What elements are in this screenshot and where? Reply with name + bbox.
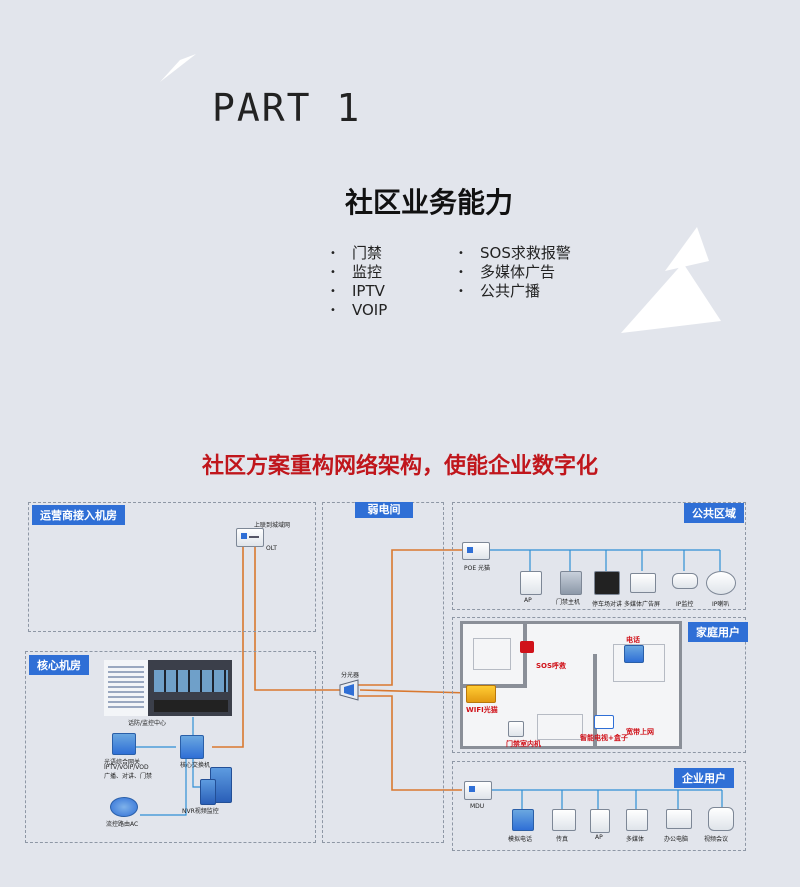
phone-icon: [624, 645, 644, 663]
bullet-item: IPTV: [330, 282, 387, 301]
section-title: 社区业务能力: [345, 186, 514, 219]
zone-label-operator: 运营商接入机房: [32, 505, 125, 525]
ac-router-icon: [110, 797, 138, 817]
sos-button-icon: [520, 641, 534, 653]
bullet-item: 多媒体广告: [458, 263, 571, 282]
internet-label: 宽带上网: [626, 728, 654, 736]
ent-phone-label: 模拟电话: [508, 836, 533, 843]
ip-camera-icon: [672, 573, 698, 589]
bullet-item: VOIP: [330, 301, 387, 320]
nvr-label: NVR视频监控: [182, 808, 219, 815]
bullet-list-right: SOS求救报警 多媒体广告 公共广播: [458, 244, 571, 301]
network-diagram: 运营商接入机房 核心机房 弱电间 公共区域 家庭用户 企业用户 上联到城域网 O…: [0, 495, 800, 887]
nvr-icon-2: [200, 779, 216, 805]
smart-tv-icon: [594, 715, 614, 729]
ip-camera-label: IP监控: [676, 601, 694, 608]
zone-label-public: 公共区域: [684, 503, 744, 523]
core-switch-icon: [180, 735, 204, 759]
media-ad-label: 多媒体广告屏: [624, 601, 661, 608]
door-indoor-label: 门禁室内机: [506, 740, 541, 748]
ent-pc-label: 办公电脑: [664, 836, 689, 843]
decor-triangle-top-left: [160, 54, 196, 82]
wifi-modem-label: WIFI光猫: [466, 706, 498, 714]
ip-speaker-label: IP喇叭: [712, 601, 730, 608]
mdu-icon: [464, 781, 492, 800]
zone-label-core: 核心机房: [29, 655, 89, 675]
ent-video-label: 视频会议: [704, 836, 729, 843]
olt-device-icon: [236, 528, 264, 547]
gateway-icon: [112, 733, 136, 755]
zone-core-room: [25, 651, 316, 843]
phone-label: 电话: [626, 636, 640, 644]
ent-media-icon: [626, 809, 648, 831]
bullet-item: 门禁: [330, 244, 387, 263]
parking-intercom-label: 停车场对讲: [592, 601, 623, 608]
ap-icon: [520, 571, 542, 595]
core-switch-label: 核心交换机: [180, 762, 211, 769]
door-host-label: 门禁主机: [556, 599, 581, 606]
door-host-icon: [560, 571, 582, 595]
gateway-label-3: 广播、对讲、门禁: [104, 773, 153, 780]
zone-label-home: 家庭用户: [688, 622, 748, 642]
zone-label-weak: 弱电间: [355, 502, 413, 518]
zone-public-area: [452, 502, 746, 610]
olt-uplink-label: 上联到城域网: [254, 522, 291, 529]
decor-triangles-right: [621, 227, 721, 333]
bullet-item: 公共广播: [458, 282, 571, 301]
zone-enterprise-users: [452, 761, 746, 851]
ac-router-label: 流控路由AC: [106, 821, 139, 828]
part-label: PART 1: [212, 86, 362, 130]
zone-home-users: [452, 617, 746, 753]
mdu-label: MDU: [470, 803, 485, 810]
sos-label: SOS呼救: [536, 662, 567, 670]
monitor-center-label: 话防/监控中心: [128, 720, 167, 727]
zone-label-enterprise: 企业用户: [674, 768, 734, 788]
olt-label: OLT: [266, 545, 277, 552]
bullet-item: 监控: [330, 263, 387, 282]
zone-operator-room: [28, 502, 316, 632]
gateway-label-1: 光语综合网关: [104, 759, 141, 766]
media-ad-icon: [630, 573, 656, 593]
smart-tv-label: 智能电视+盒子: [580, 734, 628, 742]
ent-phone-icon: [512, 809, 534, 831]
ent-video-icon: [708, 807, 734, 831]
home-floor-plan: [460, 621, 682, 749]
bullet-list-left: 门禁 监控 IPTV VOIP: [330, 244, 387, 320]
door-indoor-icon: [508, 721, 524, 737]
ent-media-label: 多媒体: [626, 836, 645, 843]
wifi-modem-icon: [466, 685, 496, 703]
poe-modem-label: POE 光猫: [464, 565, 491, 572]
splitter-icon: [339, 679, 359, 701]
monitor-center-image: [104, 660, 232, 716]
parking-intercom-icon: [594, 571, 620, 595]
poe-modem-icon: [462, 542, 490, 560]
bullet-item: SOS求救报警: [458, 244, 571, 263]
ent-fax-label: 传真: [556, 836, 569, 843]
ent-fax-icon: [552, 809, 576, 831]
ent-ap-label: AP: [595, 834, 603, 841]
ent-pc-icon: [666, 809, 692, 829]
gateway-label-2: IPTV/VOIP/VOD: [104, 764, 149, 771]
ip-speaker-icon: [706, 571, 736, 595]
ent-ap-icon: [590, 809, 610, 833]
splitter-label: 分光器: [341, 672, 360, 679]
ap-label: AP: [524, 597, 532, 604]
headline: 社区方案重构网络架构，使能企业数字化: [201, 454, 598, 479]
